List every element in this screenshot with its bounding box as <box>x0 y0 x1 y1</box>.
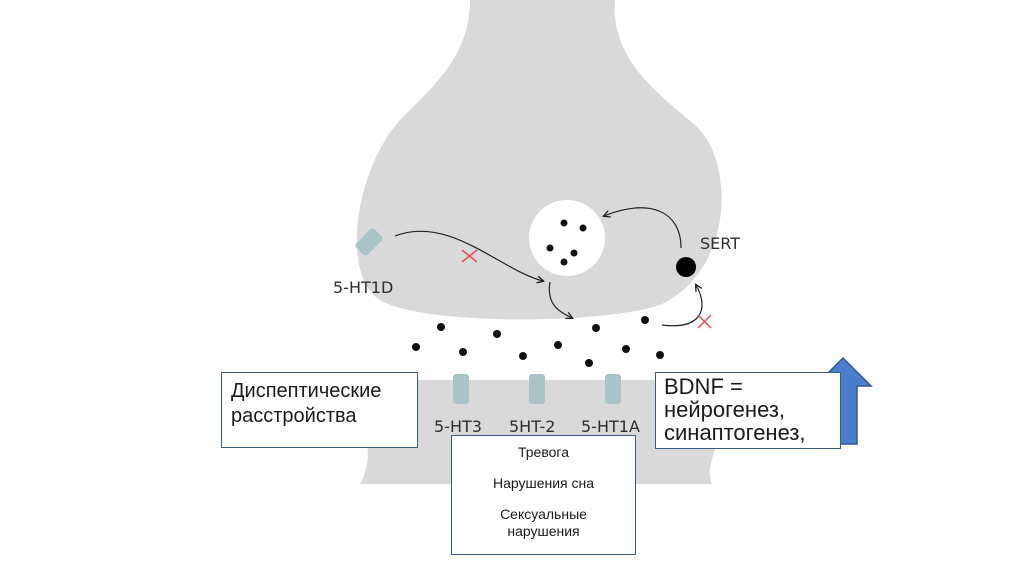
vesicle-serotonin-dot <box>570 249 578 257</box>
serotonin-dot <box>437 323 445 331</box>
serotonin-dot <box>459 348 467 356</box>
serotonin-dot <box>641 316 649 324</box>
5ht3-label: 5-HT3 <box>434 417 482 436</box>
dyspeptic-line-1: Диспептические <box>231 380 382 402</box>
serotonin-dot <box>585 359 593 367</box>
serotonin-dot <box>622 345 630 353</box>
arrow-release-to-cleft <box>548 281 572 318</box>
serotonin-dot <box>493 330 501 338</box>
vesicle-serotonin-dot <box>579 224 587 232</box>
bdnf-line-1: BDNF = <box>664 374 743 399</box>
arrow-5ht1d-to-release <box>394 230 543 281</box>
vesicle <box>529 200 605 276</box>
arrow-sert-to-vesicle <box>604 207 682 249</box>
side-effects-box: Тревога Нарушения сна Сексуальные наруше… <box>451 435 636 555</box>
presynaptic-neuron <box>356 0 722 320</box>
5ht1a-label: 5-HT1A <box>581 417 640 436</box>
serotonin-dot <box>519 352 527 360</box>
sexual-disorders-item: Сексуальные нарушения <box>452 506 635 540</box>
5ht1a-receptor <box>605 374 621 404</box>
5ht1d-label: 5-HT1D <box>333 278 393 297</box>
anxiety-item: Тревога <box>518 444 569 460</box>
serotonin-dot <box>656 351 664 359</box>
inhibition-cross <box>697 314 712 329</box>
sexual-disorders-line-1: Сексуальные <box>500 506 587 522</box>
sert-label: SERT <box>700 234 740 253</box>
inhibition-cross <box>461 249 478 263</box>
dyspeptic-line-2: расстройства <box>231 405 357 427</box>
5ht1d-receptor <box>355 228 383 256</box>
bdnf-line-2: нейрогенез, <box>664 397 786 422</box>
sexual-disorders-line-2: нарушения <box>507 523 580 539</box>
bdnf-line-3: синаптогенез, <box>664 420 806 445</box>
5ht3-receptor <box>453 374 469 404</box>
vesicle-serotonin-dot <box>560 258 568 266</box>
serotonin-dot <box>592 324 600 332</box>
dyspeptic-disorders-box: Диспептические расстройства <box>221 372 418 448</box>
cleft-serotonin-dots <box>412 316 664 367</box>
5ht2-label: 5HT-2 <box>509 417 555 436</box>
5ht2-receptor <box>529 374 545 404</box>
vesicle-serotonin-dot <box>560 219 568 227</box>
bdnf-box: BDNF = нейрогенез, синаптогенез, <box>655 372 841 449</box>
vesicle-serotonin-dot <box>546 244 554 252</box>
sleep-disorders-item: Нарушения сна <box>492 475 595 491</box>
serotonin-dot <box>554 341 562 349</box>
sert-transporter <box>676 257 696 277</box>
serotonin-dot <box>412 343 420 351</box>
